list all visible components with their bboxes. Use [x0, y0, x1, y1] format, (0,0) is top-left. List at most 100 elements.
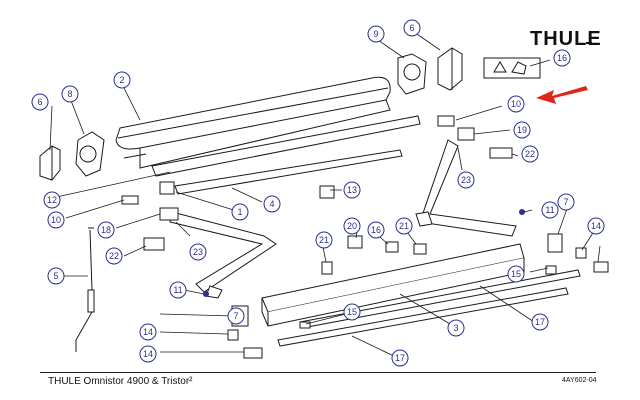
callout-14: 14: [587, 217, 605, 235]
part-5-crank: [75, 227, 95, 352]
callout-number: 10: [51, 215, 61, 225]
callout-number: 23: [193, 247, 203, 257]
callout-circle: [227, 307, 245, 325]
callout-circle: [513, 121, 531, 139]
callout-6: 6: [403, 19, 421, 37]
callout-circle: [553, 49, 571, 67]
callout-15: 15: [343, 303, 361, 321]
part-6-left-cap: [39, 145, 61, 181]
red-arrow: [536, 86, 588, 104]
callout-number: 23: [461, 175, 471, 185]
callout-2: 2: [113, 71, 131, 89]
callout-17: 17: [531, 313, 549, 331]
callout-14: 14: [139, 345, 157, 363]
callout-layer: 1234566778910101111121314141415151616171…: [31, 19, 605, 367]
callout-number: 14: [143, 349, 153, 359]
callout-16: 16: [553, 49, 571, 67]
part-9-right-drive: [397, 53, 427, 95]
callout-circle: [343, 303, 361, 321]
dark-knobs: [203, 209, 525, 297]
callout-circle: [113, 71, 131, 89]
callout-number: 12: [47, 195, 57, 205]
callout-5: 5: [47, 267, 65, 285]
callout-circle: [531, 313, 549, 331]
callout-circle: [189, 243, 207, 261]
brand-logo-underline: [586, 42, 592, 44]
callout-number: 14: [143, 327, 153, 337]
callout-number: 11: [173, 285, 182, 295]
callout-11: 11: [169, 281, 187, 299]
left-arm: [169, 211, 277, 299]
callout-number: 19: [517, 125, 527, 135]
callout-number: 10: [511, 99, 521, 109]
callout-circle: [47, 211, 65, 229]
right-arm: [415, 139, 517, 237]
callout-number: 16: [371, 225, 381, 235]
callout-circle: [61, 85, 79, 103]
callout-number: 17: [535, 317, 545, 327]
callout-22: 22: [105, 247, 123, 265]
callout-circle: [507, 265, 525, 283]
callout-number: 6: [37, 97, 42, 107]
callout-number: 17: [395, 353, 405, 363]
callout-circle: [447, 319, 465, 337]
callout-number: 18: [101, 225, 111, 235]
callout-circle: [457, 171, 475, 189]
footer-divider: [40, 372, 596, 373]
callout-23: 23: [189, 243, 207, 261]
callout-23: 23: [457, 171, 475, 189]
callout-10: 10: [47, 211, 65, 229]
callout-circle: [403, 19, 421, 37]
callout-number: 5: [53, 271, 58, 281]
callout-number: 15: [511, 269, 521, 279]
callout-circle: [541, 201, 559, 219]
callout-circle: [97, 221, 115, 239]
callout-circle: [169, 281, 187, 299]
callout-11: 11: [541, 201, 559, 219]
callout-number: 3: [453, 323, 458, 333]
callout-number: 16: [557, 53, 567, 63]
callout-circle: [139, 345, 157, 363]
callout-number: 21: [319, 235, 329, 245]
callout-21: 21: [395, 217, 413, 235]
callout-circle: [521, 145, 539, 163]
callout-10: 10: [507, 95, 525, 113]
callout-circle: [507, 95, 525, 113]
callout-6: 6: [31, 93, 49, 111]
callout-circle: [315, 231, 333, 249]
callout-17: 17: [391, 349, 409, 367]
callout-circle: [343, 181, 361, 199]
callout-20: 20: [343, 217, 361, 235]
callout-circle: [367, 25, 385, 43]
callout-number: 8: [67, 89, 72, 99]
callout-circle: [139, 323, 157, 341]
callout-circle: [263, 195, 281, 213]
callout-circle: [557, 193, 575, 211]
callout-4: 4: [263, 195, 281, 213]
callout-circle: [105, 247, 123, 265]
footer-title: THULE Omnistor 4900 & Tristor²: [48, 376, 193, 387]
callout-circle: [395, 217, 413, 235]
callout-circle: [343, 217, 361, 235]
callout-16: 16: [367, 221, 385, 239]
callout-number: 11: [545, 205, 554, 215]
callout-number: 6: [409, 23, 414, 33]
callout-21: 21: [315, 231, 333, 249]
callout-22: 22: [521, 145, 539, 163]
callout-9: 9: [367, 25, 385, 43]
callout-7: 7: [557, 193, 575, 211]
part-4-profile: [151, 115, 421, 195]
callout-number: 4: [269, 199, 274, 209]
brand-logo: THULE: [530, 28, 602, 50]
callout-8: 8: [61, 85, 79, 103]
callout-number: 20: [347, 221, 357, 231]
callout-3: 3: [447, 319, 465, 337]
callout-15: 15: [507, 265, 525, 283]
callout-12: 12: [43, 191, 61, 209]
document-code: 4AY602-04: [562, 377, 597, 384]
callout-circle: [231, 203, 249, 221]
callout-18: 18: [97, 221, 115, 239]
callout-13: 13: [343, 181, 361, 199]
